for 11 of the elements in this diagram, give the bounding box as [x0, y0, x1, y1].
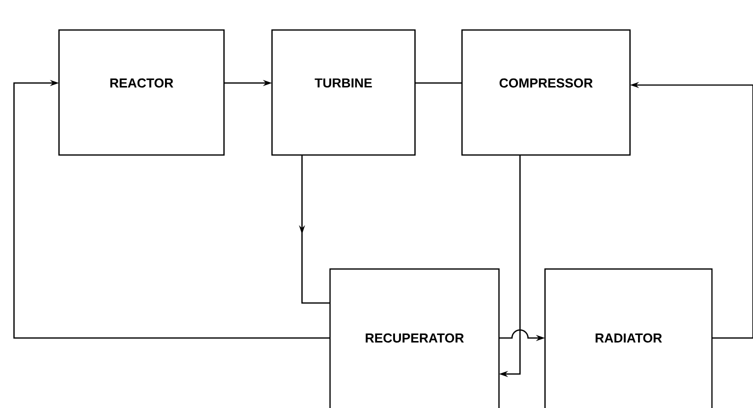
process-box — [544, 268, 713, 408]
node-label: COMPRESSOR — [500, 78, 593, 88]
process-box — [271, 29, 416, 156]
node-label: RADIATOR — [596, 333, 662, 343]
node-label: REACTOR — [110, 78, 174, 88]
process-box — [58, 29, 225, 156]
process-box — [329, 268, 500, 408]
node-label: RECUPERATOR — [366, 333, 464, 343]
node-label: TURBINE — [314, 78, 372, 88]
arrow — [13, 80, 330, 339]
process-box — [461, 29, 631, 156]
